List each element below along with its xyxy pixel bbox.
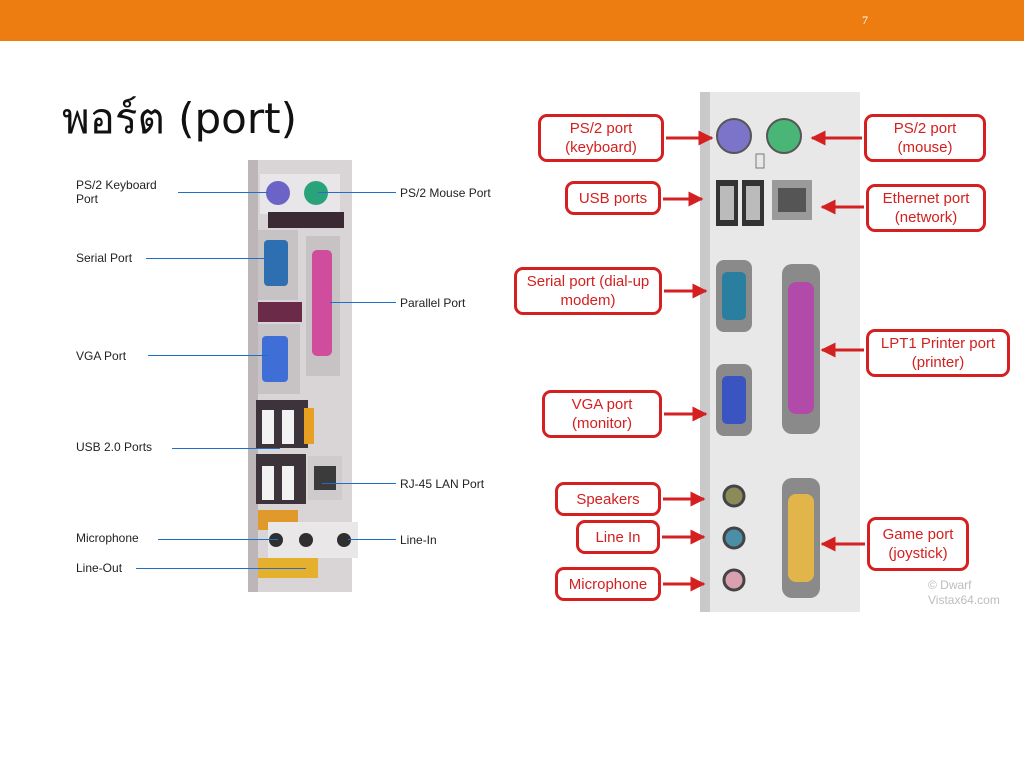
pointer-line xyxy=(158,539,278,540)
callout-serial-port: Serial port (dial-up modem) xyxy=(514,267,662,315)
callout-speakers: Speakers xyxy=(555,482,661,516)
callout-ps2-mouse: PS/2 port (mouse) xyxy=(864,114,986,162)
pointer-line xyxy=(148,355,268,356)
label-vga-port: VGA Port xyxy=(76,349,127,363)
callout-microphone: Microphone xyxy=(555,567,661,601)
pointer-line xyxy=(348,539,396,540)
pointer-line xyxy=(330,302,396,303)
label-parallel-port: Parallel Port xyxy=(400,296,466,310)
pointer-line xyxy=(172,448,280,449)
slide-number: 7 xyxy=(862,13,868,27)
callout-ethernet-port: Ethernet port (network) xyxy=(866,184,986,232)
label-line-out: Line-Out xyxy=(76,561,123,575)
pointer-line xyxy=(318,192,396,193)
label-ps2-keyboard-port: PS/2 Keyboard Port xyxy=(76,178,157,206)
pointer-line xyxy=(146,258,266,259)
label-serial-port: Serial Port xyxy=(76,251,133,265)
callout-lpt1-printer-port: LPT1 Printer port (printer) xyxy=(866,329,1010,377)
page-title: พอร์ต (port) xyxy=(62,94,297,143)
callout-ps2-keyboard: PS/2 port (keyboard) xyxy=(538,114,664,162)
header-bar: 7 xyxy=(0,0,1024,41)
watermark: © Dwarf Vistax64.com xyxy=(928,578,1000,607)
left-io-panel-image xyxy=(248,160,358,592)
pointer-line xyxy=(136,568,306,569)
label-microphone: Microphone xyxy=(76,531,139,545)
callout-vga-port: VGA port (monitor) xyxy=(542,390,662,438)
label-line-in: Line-In xyxy=(400,533,437,547)
callout-line-in: Line In xyxy=(576,520,660,554)
pointer-line xyxy=(178,192,268,193)
callout-usb-ports: USB ports xyxy=(565,181,661,215)
pointer-line xyxy=(322,483,396,484)
label-ps2-mouse-port: PS/2 Mouse Port xyxy=(400,186,491,200)
label-rj45-lan-port: RJ-45 LAN Port xyxy=(400,477,485,491)
callout-game-port: Game port (joystick) xyxy=(867,517,969,571)
label-usb-ports: USB 2.0 Ports xyxy=(76,440,153,454)
